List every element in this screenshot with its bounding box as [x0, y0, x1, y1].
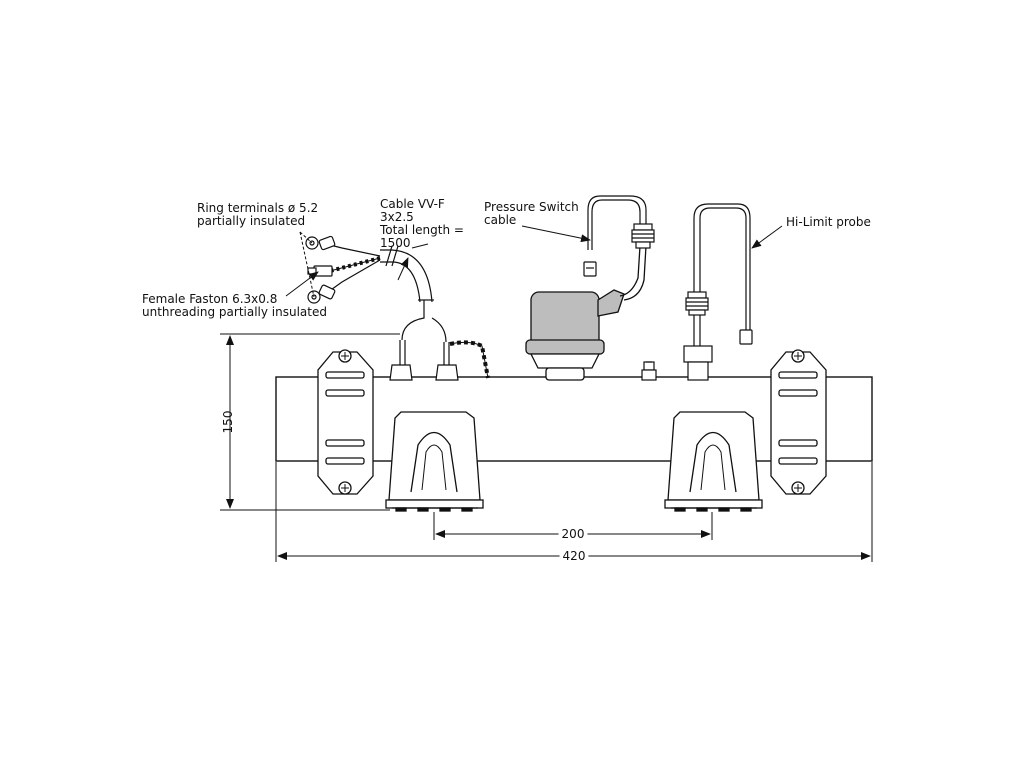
hi-limit-probe-label: Hi-Limit probe	[786, 215, 871, 229]
pressure-switch-label-line1: Pressure Switch	[484, 200, 579, 214]
pressure-switch	[525, 245, 647, 381]
left-mount-foot	[385, 411, 484, 512]
pressure-switch-gland	[583, 195, 655, 277]
overall-length-dimension-label: 420	[563, 549, 586, 563]
faston-label-line1: Female Faston 6.3x0.8	[142, 292, 277, 306]
right-clamp-bracket	[770, 349, 827, 495]
overall-length-dimension-label-bg	[559, 548, 589, 564]
cable-wires-terminals	[305, 235, 381, 304]
cable-label-line4: 1500	[380, 236, 411, 250]
mount-spacing-dimension-label-bg	[558, 526, 588, 542]
cable-label-line1: Cable VV-F	[380, 197, 445, 211]
cable-label-line3: Total length =	[379, 223, 464, 237]
height-dimension-label: 150	[221, 411, 235, 434]
hi-limit-probe	[683, 203, 753, 381]
left-clamp-bracket	[317, 349, 374, 495]
faston-label-line2: unthreading partially insulated	[142, 305, 327, 319]
power-cable-entry	[380, 245, 490, 381]
mount-spacing-dimension-label: 200	[562, 527, 585, 541]
right-mount-foot	[664, 411, 763, 512]
ring-terminals-label-line1: Ring terminals ø 5.2	[197, 201, 318, 215]
pressure-switch-label-line2: cable	[484, 213, 516, 227]
leader-lines	[285, 225, 783, 298]
small-valve	[641, 361, 657, 381]
cable-label-line2: 3x2.5	[380, 210, 414, 224]
ring-terminals-label-line2: partially insulated	[197, 214, 305, 228]
